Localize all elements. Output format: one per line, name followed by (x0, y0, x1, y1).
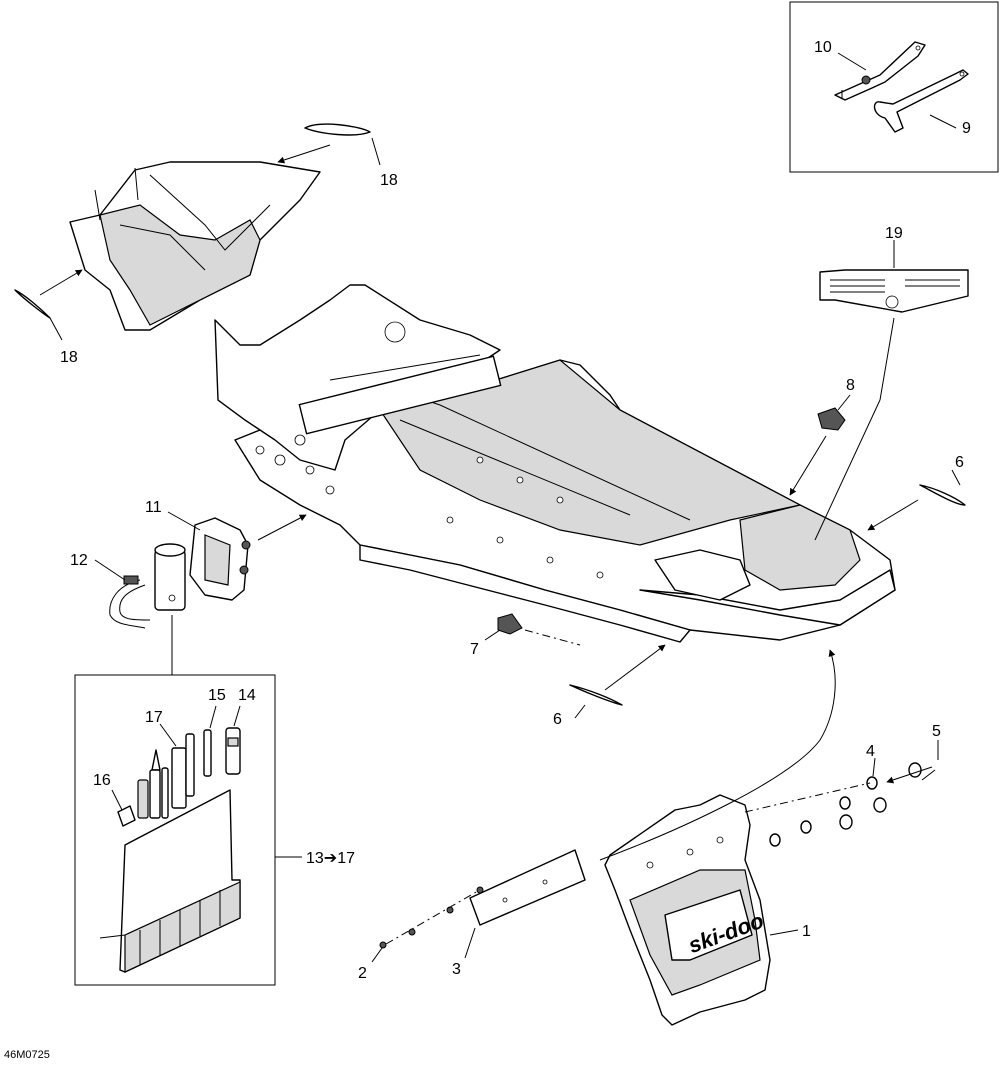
callout-5: 5 (932, 723, 941, 740)
callout-6-left: 6 (553, 711, 562, 728)
callout-7: 7 (470, 641, 479, 658)
tool-kit-frame (74, 674, 276, 986)
part-6-decal-left (569, 684, 623, 706)
callout-15: 15 (208, 687, 226, 704)
part-6-decal-right (919, 484, 966, 506)
callout-1: 1 (802, 923, 811, 940)
callout-3: 3 (452, 961, 461, 978)
diagram-code: 46M0725 (4, 1049, 50, 1061)
part-10-tool (834, 41, 926, 101)
callout-19: 19 (885, 225, 903, 242)
part-11-tool-holder (189, 517, 251, 601)
chassis-frame (214, 284, 896, 643)
callout-16: 16 (93, 772, 111, 789)
tool-inset-frame (789, 1, 999, 173)
callout-14: 14 (238, 687, 256, 704)
callout-8: 8 (846, 377, 855, 394)
callout-4: 4 (866, 743, 875, 760)
callout-10: 10 (814, 39, 832, 56)
part-4-washers (769, 776, 878, 847)
part-9-spanner-wrench (873, 69, 969, 133)
callout-17: 17 (145, 709, 163, 726)
part-18-decal-top (304, 123, 371, 136)
part-12-strap (109, 575, 151, 629)
part-2-nuts (379, 886, 484, 949)
part-15-wrench (203, 729, 212, 777)
callout-11: 11 (145, 499, 162, 516)
part-5-rivets (839, 762, 922, 830)
callout-2: 2 (358, 965, 367, 982)
callout-12: 12 (70, 552, 88, 569)
part-3-plate (469, 849, 586, 926)
part-14-spark-plug-socket (225, 727, 241, 775)
callout-13-17: 13➔17 (306, 850, 355, 867)
callout-6-right: 6 (955, 454, 964, 471)
part-18-decal-side (14, 289, 51, 319)
callout-9: 9 (962, 120, 971, 137)
tool-pouch (99, 789, 241, 973)
part-7-clip (497, 613, 523, 635)
part-19-warning-label (819, 269, 969, 313)
part-17-tools (137, 733, 195, 819)
part-1-mud-flap: ski-doo (604, 794, 771, 1026)
callout-18-top: 18 (380, 172, 398, 189)
part-18-front-cover (69, 161, 321, 331)
part-8-clip (817, 407, 846, 431)
callout-18-side: 18 (60, 349, 78, 366)
part-13-tool-tube (154, 543, 186, 611)
part-16-tool-clip (117, 805, 136, 827)
